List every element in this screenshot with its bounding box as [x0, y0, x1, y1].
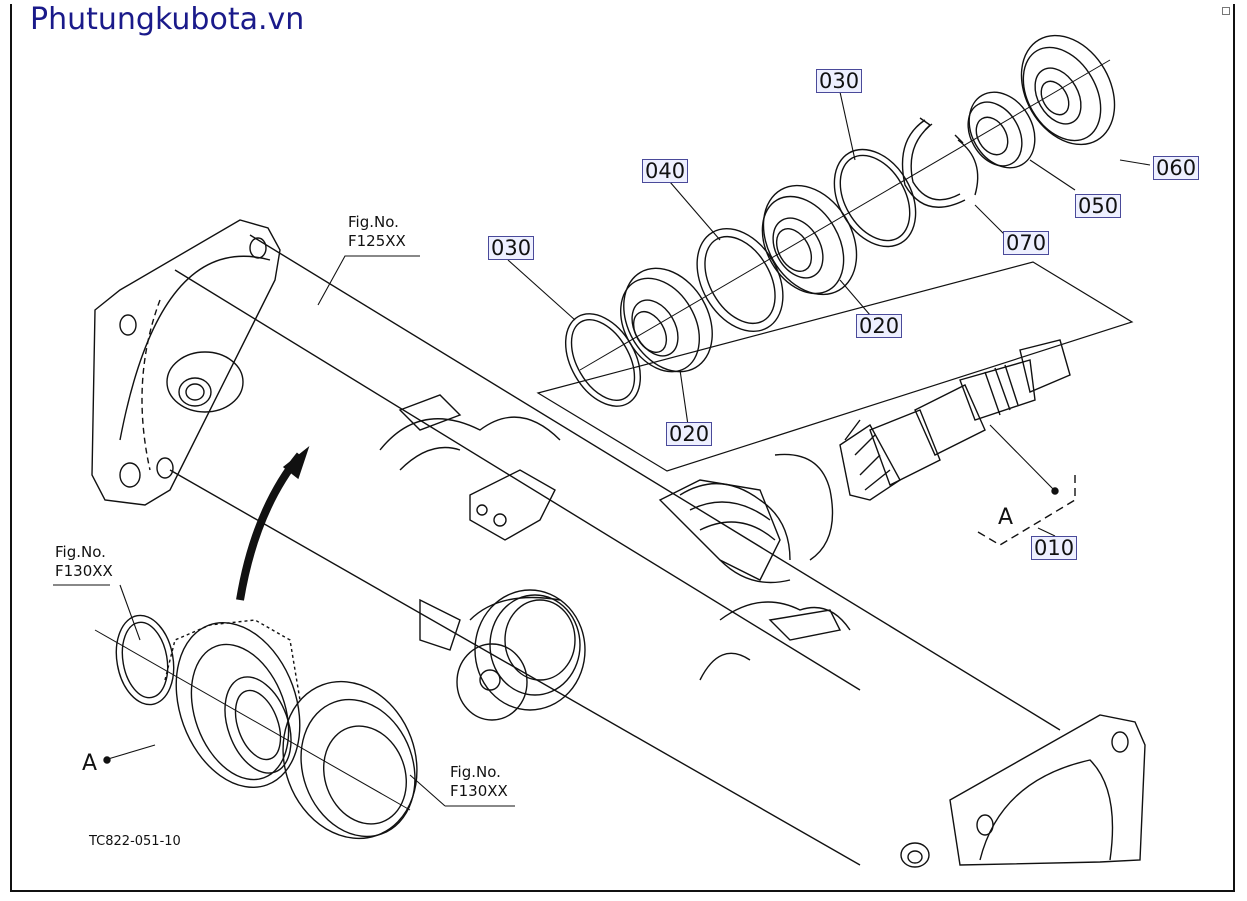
diagram-frame	[10, 4, 1235, 892]
part-020-mid-bearing	[761, 184, 858, 296]
part-050-nut	[967, 91, 1036, 169]
part-label-060[interactable]: 060	[1153, 156, 1200, 180]
part-label-070[interactable]: 070	[1003, 231, 1050, 255]
fig-ref-f130-top-line1: Fig.No.	[55, 543, 106, 561]
exploded-set-outline	[536, 261, 1134, 472]
housing-left-flange	[91, 219, 281, 506]
reference-mark-a-right: A	[998, 505, 1014, 530]
part-010-pinion-shaft	[839, 339, 1071, 501]
housing-center-boss	[456, 589, 586, 721]
left-bearing	[282, 680, 418, 840]
part-label-020-low[interactable]: 020	[666, 422, 713, 446]
part-030-left-ring	[564, 313, 642, 407]
fig-ref-f125-line1: Fig.No.	[348, 213, 399, 231]
part-label-030-top[interactable]: 030	[816, 69, 863, 93]
reference-mark-a-left: A	[82, 751, 98, 776]
part-060-seal	[1020, 34, 1116, 146]
assembly-arrow-head	[282, 445, 310, 480]
part-label-010[interactable]: 010	[1031, 536, 1078, 560]
part-010-bracket	[977, 475, 1076, 546]
part-020-low-bearing	[620, 267, 713, 373]
left-snap-ring	[115, 614, 175, 706]
fig-ref-f125-line2: F125XX	[348, 232, 406, 250]
housing-body	[119, 234, 1061, 866]
housing-right-flange	[900, 714, 1146, 868]
drawing-code: TC822-051-10	[89, 834, 181, 849]
part-070-snap-ring	[901, 117, 979, 208]
exploded-axis	[579, 59, 1111, 371]
fig-ref-f130-top-line2: F130XX	[55, 562, 113, 580]
part-label-040[interactable]: 040	[642, 159, 689, 183]
site-watermark: Phutungkubota.vn	[30, 2, 305, 37]
fig-ref-f130-bottom: Fig.No. F130XX	[450, 763, 508, 801]
corner-marker	[1222, 7, 1230, 15]
fig-ref-f125: Fig.No. F125XX	[348, 213, 406, 251]
ref-a-point	[103, 756, 111, 764]
fig-ref-f130-bottom-line1: Fig.No.	[450, 763, 501, 781]
fig-ref-f130-top: Fig.No. F130XX	[55, 543, 113, 581]
left-axis	[94, 629, 411, 811]
part-label-030-left[interactable]: 030	[488, 236, 535, 260]
part-label-020-mid[interactable]: 020	[856, 314, 903, 338]
fig-ref-f130-bottom-line2: F130XX	[450, 782, 508, 800]
leader-lines	[53, 91, 1151, 807]
part-030-top-ring	[833, 148, 917, 248]
left-ring-gear	[164, 619, 301, 789]
part-label-050[interactable]: 050	[1075, 194, 1122, 218]
